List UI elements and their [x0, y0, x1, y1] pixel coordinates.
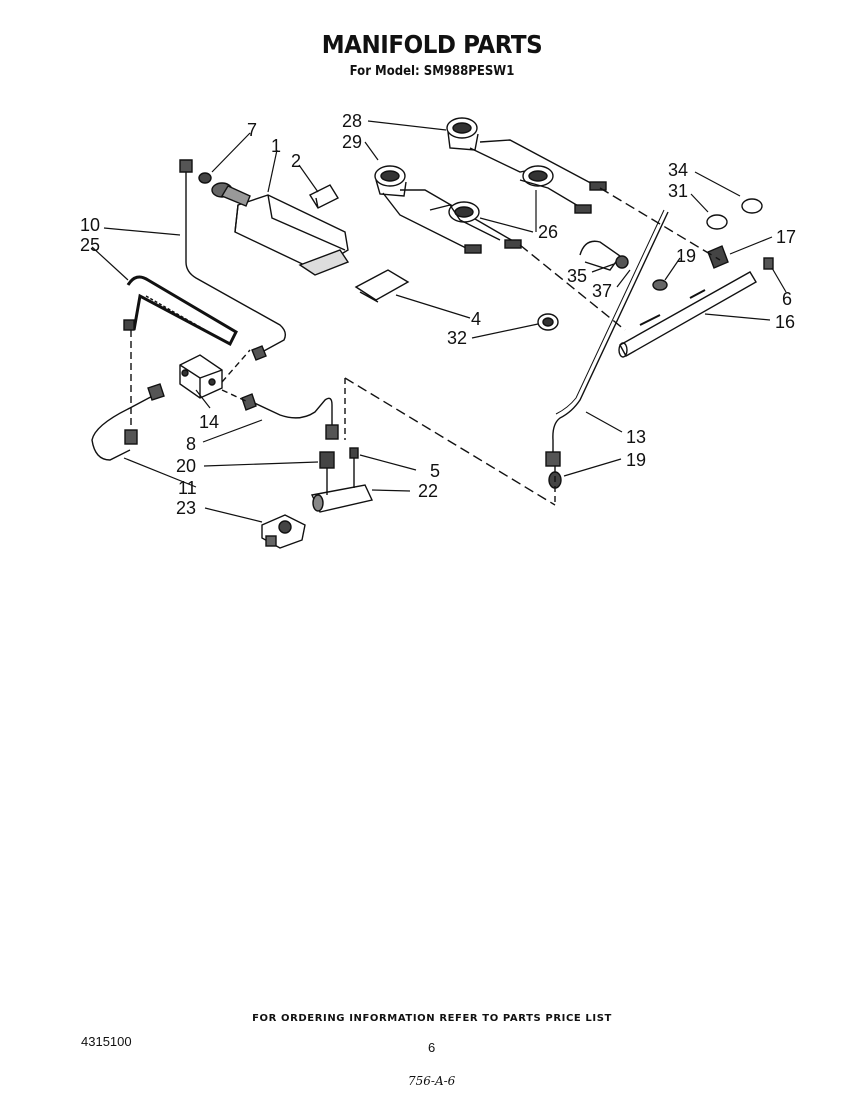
- callout-23: 23: [176, 498, 196, 518]
- document-number: 4315100: [81, 1034, 132, 1049]
- callout-34: 34: [668, 160, 688, 180]
- broiler-tube-part: [185, 168, 287, 353]
- callout-7: 7: [247, 120, 257, 140]
- callout-11: 11: [178, 478, 197, 498]
- main-manifold-part: [618, 271, 757, 358]
- bracket-part: [309, 184, 339, 209]
- page-title: MANIFOLD PARTS: [321, 30, 543, 59]
- page-number: 6: [428, 1040, 436, 1055]
- callout-19-upper: 19: [676, 246, 696, 266]
- callout-10: 10: [80, 215, 100, 235]
- callout-labels: 7 1 2 10 25 28 29 26 34 31 17 35 19 37 6…: [80, 111, 796, 518]
- pilot-tubing-part: [91, 391, 161, 461]
- thermostat-tube-part: [247, 397, 333, 425]
- callout-20: 20: [176, 456, 196, 476]
- handwritten-note: 756-A-6: [408, 1074, 456, 1088]
- surface-burner-26-part: [429, 165, 592, 241]
- callout-8: 8: [186, 434, 196, 454]
- nut-part: [615, 255, 629, 269]
- callout-25: 25: [80, 235, 100, 255]
- callout-31: 31: [668, 181, 688, 201]
- callout-19-lower: 19: [626, 450, 646, 470]
- orifice-part: [198, 172, 212, 184]
- mounting-bracket-part: [354, 269, 410, 303]
- callout-37: 37: [592, 281, 612, 301]
- regulator-part: [261, 514, 306, 549]
- spring-part: [652, 279, 668, 291]
- callout-22: 22: [418, 481, 438, 501]
- knob-part: [741, 198, 763, 214]
- callout-32: 32: [447, 328, 467, 348]
- callout-4: 4: [471, 309, 481, 329]
- callout-13: 13: [626, 427, 646, 447]
- surface-burner-29-part: [374, 165, 522, 254]
- callout-17: 17: [776, 227, 796, 247]
- ordering-note: FOR ORDERING INFORMATION REFER TO PARTS …: [252, 1013, 612, 1024]
- callout-29: 29: [342, 132, 362, 152]
- cap-part: [763, 257, 774, 270]
- broiler-burner-part: [211, 182, 350, 276]
- callout-26: 26: [538, 222, 558, 242]
- callout-6: 6: [782, 289, 792, 309]
- callout-1: 1: [271, 136, 281, 156]
- callout-2: 2: [291, 151, 301, 171]
- tee-fitting-part: [707, 245, 729, 269]
- leader-lines: [91, 120, 787, 523]
- callout-35: 35: [567, 266, 587, 286]
- callout-16: 16: [775, 312, 795, 332]
- callout-14: 14: [199, 412, 219, 432]
- knob-insert-part: [706, 214, 728, 230]
- callout-28: 28: [342, 111, 362, 131]
- manifold-pipe-part: [310, 447, 374, 513]
- oven-burner-part: [123, 275, 238, 347]
- safety-valve-part: [179, 354, 223, 399]
- long-tube-part: [552, 211, 669, 455]
- ignitor-loop-part: [579, 240, 621, 271]
- model-subtitle: For Model: SM988PESW1: [349, 64, 515, 79]
- callout-5: 5: [430, 461, 440, 481]
